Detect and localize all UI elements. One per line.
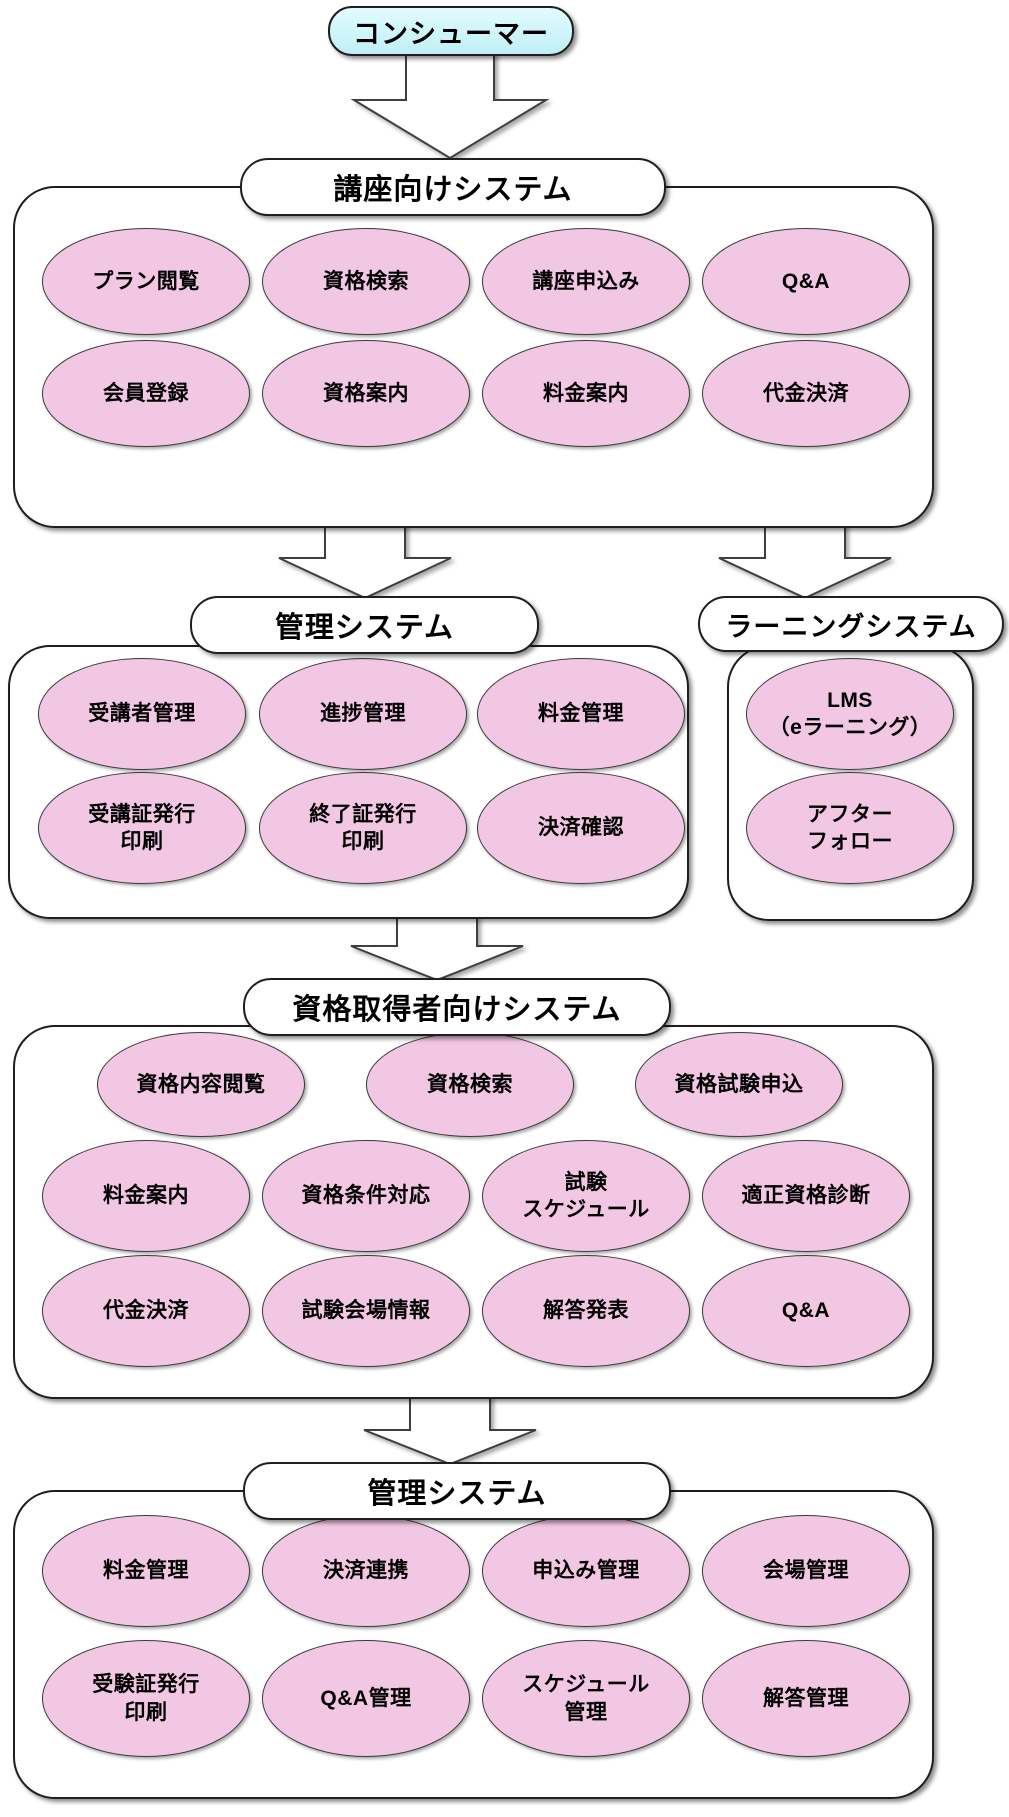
node-fee-management-2: 料金管理 [42,1515,250,1627]
node-completion-cert-print: 終了証発行 印刷 [259,772,467,884]
node-qualification-search-2: 資格検索 [366,1032,574,1137]
node-exam-application: 資格試験申込 [635,1032,843,1137]
arrow-course-to-management-icon [278,521,452,600]
node-qualification-requirements: 資格条件対応 [262,1140,470,1252]
node-payment-2: 代金決済 [42,1255,250,1367]
node-lms: LMS （eラーニング） [746,658,954,770]
node-qa: Q&A [702,228,910,335]
node-answer-management: 解答管理 [702,1640,910,1757]
arrow-management-to-certification-icon [350,915,524,982]
node-qualification-guide: 資格案内 [262,340,470,447]
management-system-title: 管理システム [190,596,539,654]
node-exam-venue-info: 試験会場情報 [262,1255,470,1367]
node-course-application: 講座申込み [482,228,690,335]
arrow-course-to-learning-icon [718,521,892,600]
node-qa-2: Q&A [702,1255,910,1367]
learning-system-title: ラーニングシステム [698,596,1004,652]
arrow-consumer-to-course-icon [350,51,550,160]
arrow-certification-to-management2-icon [363,1395,537,1466]
node-exam-schedule: 試験 スケジュール [482,1140,690,1252]
node-qualification-content-browse: 資格内容閲覧 [97,1032,305,1137]
consumer-node: コンシューマー [328,6,574,56]
node-payment-integration: 決済連携 [262,1515,470,1627]
consumer-label: コンシューマー [353,18,549,49]
node-venue-management: 会場管理 [702,1515,910,1627]
management-system-2-title: 管理システム [243,1462,671,1520]
node-answer-announcement: 解答発表 [482,1255,690,1367]
node-aptitude-diagnosis: 適正資格診断 [702,1140,910,1252]
node-fee-guide-2: 料金案内 [42,1140,250,1252]
certification-system-title: 資格取得者向けシステム [243,978,671,1036]
node-progress-management: 進捗管理 [259,658,467,770]
node-member-registration: 会員登録 [42,340,250,447]
node-after-follow: アフター フォロー [746,772,954,884]
node-plan-browse: プラン閲覧 [42,228,250,335]
node-qualification-search: 資格検索 [262,228,470,335]
node-application-management: 申込み管理 [482,1515,690,1627]
management-system-2-title-label: 管理システム [367,1478,547,1510]
course-system-title-label: 講座向けシステム [333,174,573,206]
node-fee-guide: 料金案内 [482,340,690,447]
node-attendance-cert-print: 受講証発行 印刷 [38,772,246,884]
learning-system-title-label: ラーニングシステム [725,611,977,642]
node-payment: 代金決済 [702,340,910,447]
node-payment-confirmation: 決済確認 [477,772,685,884]
node-exam-ticket-print: 受験証発行 印刷 [42,1640,250,1757]
management-system-title-label: 管理システム [274,612,455,644]
certification-system-title-label: 資格取得者向けシステム [292,994,622,1026]
node-schedule-management: スケジュール 管理 [482,1640,690,1757]
node-fee-management: 料金管理 [477,658,685,770]
node-student-management: 受講者管理 [38,658,246,770]
course-system-title: 講座向けシステム [240,158,666,216]
node-qa-management: Q&A管理 [262,1640,470,1757]
